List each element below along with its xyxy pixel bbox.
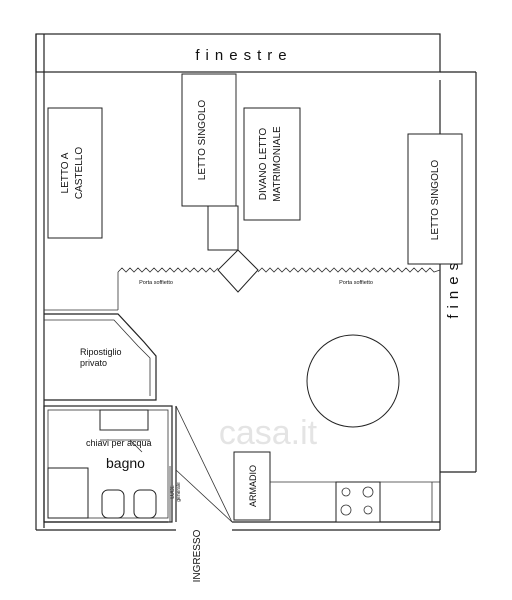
water-keys-label: chiavi per acqua xyxy=(86,438,152,448)
single-bed-left-label: LETTO SINGOLO xyxy=(197,100,208,181)
single-bed-right: LETTO SINGOLO xyxy=(407,133,463,265)
kitchen-counter xyxy=(270,481,440,523)
bunk-bed: LETTO A CASTELLO xyxy=(47,107,103,239)
accordion-partition xyxy=(44,249,441,311)
storage-label-2: privato xyxy=(80,358,107,368)
sofa-bed-label-1: DIVANO LETTO xyxy=(258,128,269,201)
entrance-door: INGRESSO xyxy=(175,405,233,582)
sofa-bed: DIVANO LETTO MATRIMONIALE xyxy=(243,107,301,221)
watermark: casa.it xyxy=(219,414,318,452)
round-table xyxy=(306,334,400,428)
single-bed-left: LETTO SINGOLO xyxy=(181,73,239,251)
curtain-right-label: Porta soffietto xyxy=(339,280,373,286)
storage-label-1: Ripostiglio xyxy=(80,347,122,357)
bathroom: chiavi per acqua bagno LUCE generale xyxy=(43,405,182,523)
main-light-label-1: LUCE xyxy=(170,485,176,499)
wardrobe: ARMADIO xyxy=(233,451,271,521)
bathroom-label: bagno xyxy=(106,455,145,471)
windows-top-label: finestre xyxy=(195,47,292,64)
curtain-left-label: Porta soffietto xyxy=(139,280,173,286)
wardrobe-label: ARMADIO xyxy=(248,465,258,507)
entrance-label: INGRESSO xyxy=(192,529,203,582)
bunk-bed-label-2: CASTELLO xyxy=(74,147,85,199)
bunk-bed-label-1: LETTO A xyxy=(60,152,71,193)
storage-room: Ripostiglio privato xyxy=(44,313,157,401)
single-bed-right-label: LETTO SINGOLO xyxy=(430,160,441,241)
main-light-label-2: generale xyxy=(176,482,182,502)
sofa-bed-label-2: MATRIMONIALE xyxy=(272,126,283,202)
